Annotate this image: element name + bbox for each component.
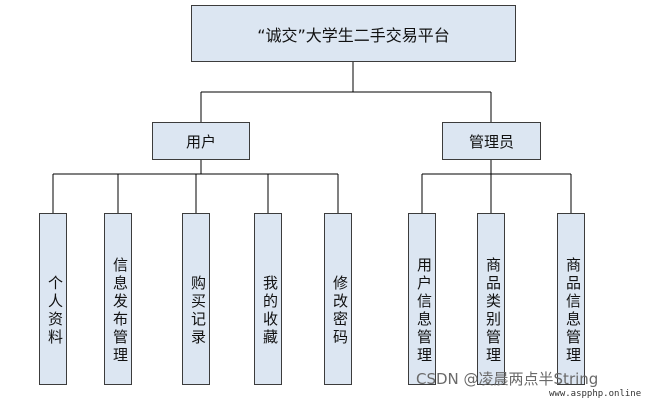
csdn-watermark: CSDN @凌晨两点半String — [416, 370, 599, 388]
leaf-node-label: 商品类别管理 — [484, 257, 502, 365]
leaf-node-label: 个人资料 — [46, 275, 64, 347]
branch-node-admin: 管理员 — [442, 122, 541, 160]
leaf-node-label: 商品信息管理 — [564, 257, 582, 365]
site-watermark: www.aspphp.online — [549, 389, 642, 399]
branch-node-admin-label: 管理员 — [468, 132, 514, 151]
leaf-node-purchase-records: 购买记录 — [182, 213, 210, 385]
leaf-node-category-management: 商品类别管理 — [477, 213, 505, 385]
branch-node-user-label: 用户 — [185, 132, 216, 151]
root-node: “诚交”大学生二手交易平台 — [191, 5, 516, 62]
leaf-node-product-info-management: 商品信息管理 — [557, 213, 585, 385]
branch-node-user: 用户 — [152, 122, 250, 160]
root-node-label: “诚交”大学生二手交易平台 — [257, 25, 450, 45]
leaf-node-user-info-management: 用户信息管理 — [408, 213, 436, 385]
leaf-node-label: 修改密码 — [331, 275, 349, 347]
leaf-node-post-management: 信息发布管理 — [104, 213, 132, 385]
leaf-node-label: 信息发布管理 — [111, 257, 129, 365]
leaf-node-label: 购买记录 — [189, 275, 207, 347]
leaf-node-profile: 个人资料 — [39, 213, 67, 385]
leaf-node-change-password: 修改密码 — [324, 213, 352, 385]
leaf-node-favorites: 我的收藏 — [254, 213, 282, 385]
leaf-node-label: 我的收藏 — [261, 275, 279, 347]
leaf-node-label: 用户信息管理 — [415, 257, 433, 365]
